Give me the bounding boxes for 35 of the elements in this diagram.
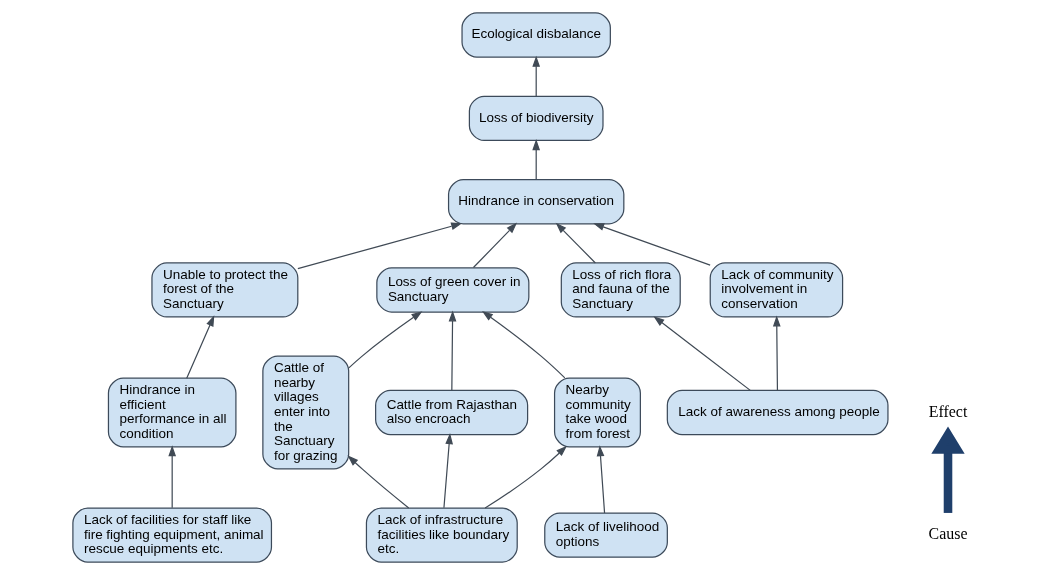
arrow — [346, 455, 409, 509]
node-box: Unable to protect the forest of the Sanctuary — [150, 262, 298, 318]
node-box: Ecological disbalance — [460, 12, 611, 58]
arrow — [531, 55, 540, 97]
arrow — [481, 311, 565, 379]
arrow — [555, 222, 596, 264]
arrow — [167, 445, 176, 509]
arrow — [772, 315, 781, 391]
arrow — [652, 316, 751, 391]
node-box: Loss of biodiversity — [468, 95, 604, 142]
node-box: Cattle of nearby villages enter into the Sanctuary for grazing — [261, 355, 349, 470]
arrow — [448, 310, 456, 391]
node-text: Effect — [928, 402, 967, 420]
node-box: Lack of facilities for staff like fire fighting equipment, animal rescue equipments etc. — [71, 507, 272, 563]
node-box: Lack of awareness among people — [666, 389, 889, 436]
node-box: Hindrance in efficient performance in all condition — [107, 377, 237, 448]
arrow — [531, 139, 540, 180]
node-box: Lack of livelihood options — [543, 512, 668, 558]
node-box: Loss of rich flora and fauna of the Sanctuary — [560, 262, 681, 318]
arrow — [596, 445, 605, 514]
node-box: Loss of green cover in Sanctuary — [375, 267, 529, 313]
arrow — [472, 222, 517, 269]
node-box: Lack of infrastructure facilities like boundary etc. — [365, 507, 518, 563]
arrow — [185, 315, 214, 379]
arrow — [296, 222, 462, 270]
node-text: Cause — [928, 525, 967, 543]
arrow — [347, 311, 422, 369]
node-box: Cattle from Rajasthan also encroach — [374, 389, 528, 436]
arrow — [484, 445, 567, 509]
node-box: Hindrance in conservation — [447, 179, 624, 225]
arrow — [442, 433, 453, 509]
node-box: Nearby community take wood from forest — [553, 377, 641, 448]
node-box: Lack of community involvement in conservation — [709, 262, 843, 318]
arrow — [930, 426, 965, 513]
arrow — [592, 223, 711, 266]
